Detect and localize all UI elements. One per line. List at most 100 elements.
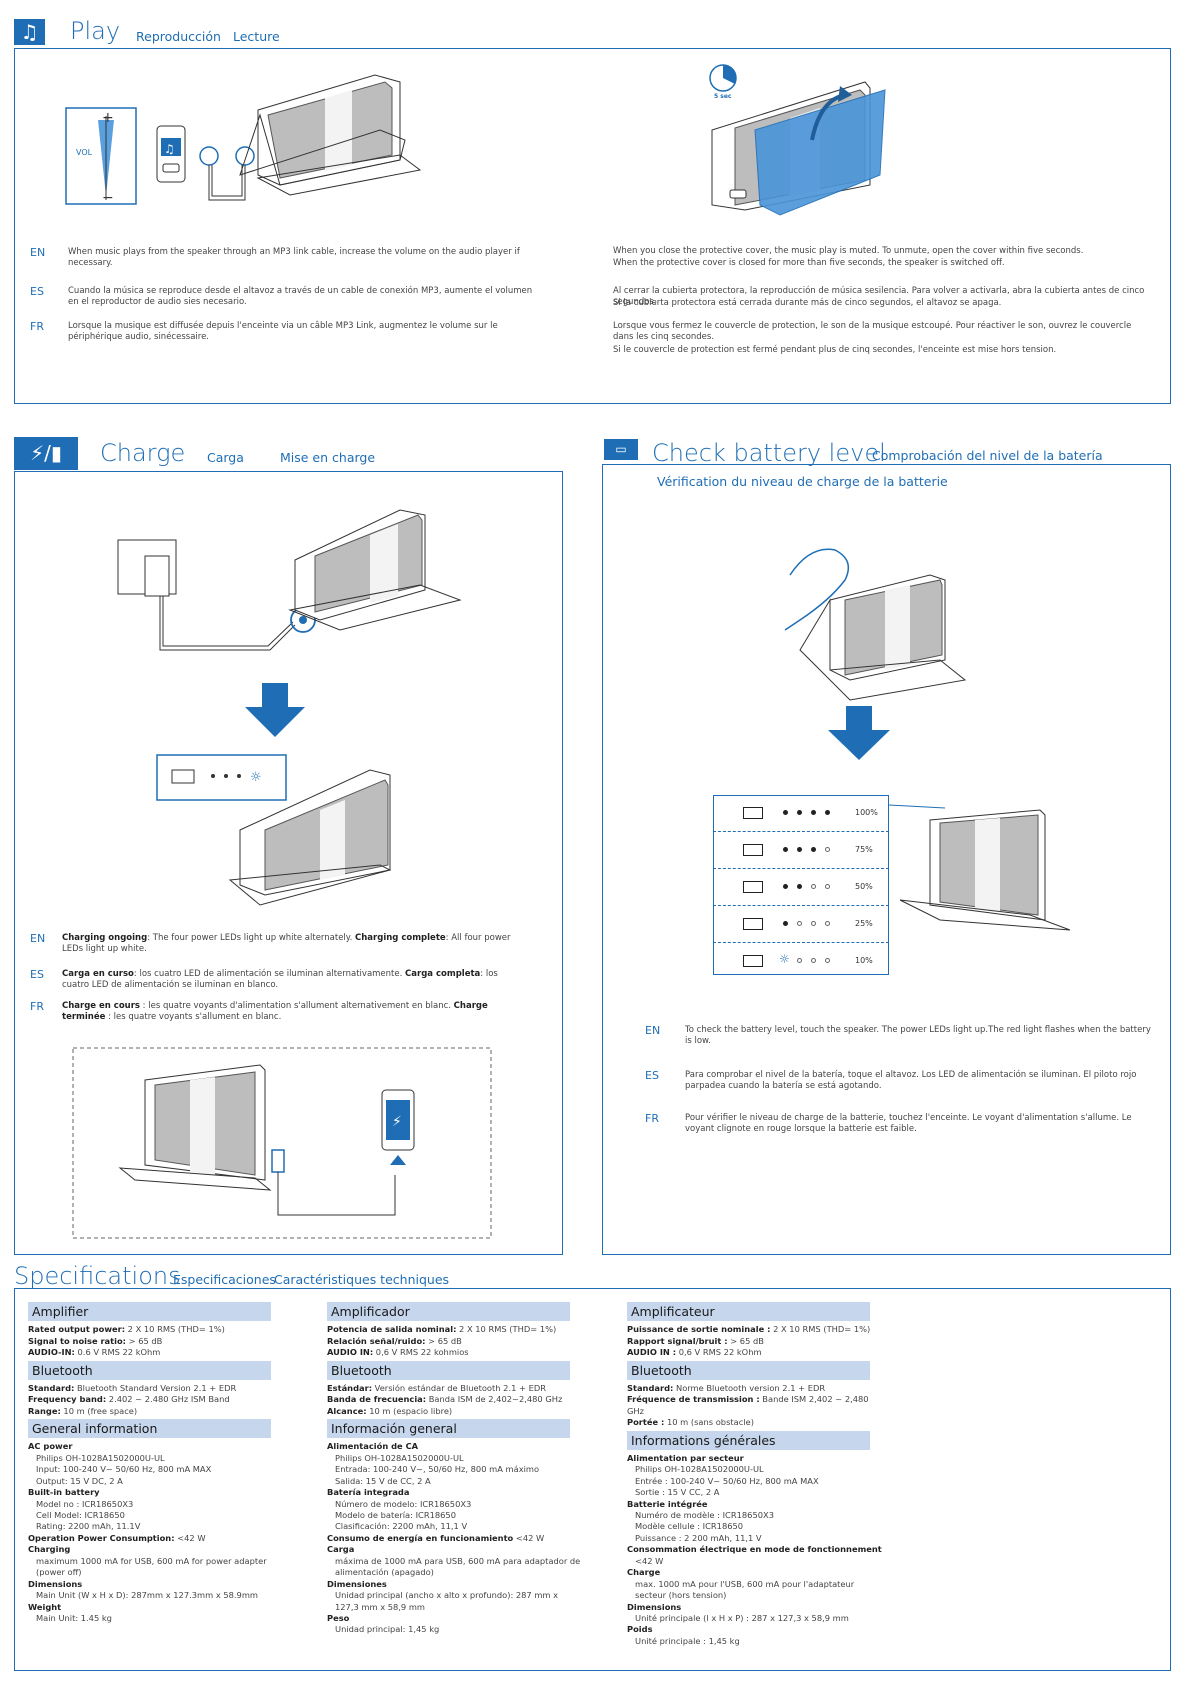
led-indicator xyxy=(811,810,816,815)
spec-value: 0.6 V RMS 22 kOhm xyxy=(74,1347,161,1358)
led-indicator xyxy=(783,921,788,926)
play-illustration: + − ♫ xyxy=(65,64,886,216)
bluetooth-heading: Bluetooth xyxy=(327,1360,570,1380)
led-indicator xyxy=(811,847,816,852)
spec-row: Signal to noise ratio: > 65 dB xyxy=(28,1336,283,1347)
general-info-heading: Información general xyxy=(327,1419,570,1439)
spec-label: AC power xyxy=(28,1441,73,1452)
spec-value: max. 1000 mA pour l'USB, 600 mA pour l'a… xyxy=(635,1578,855,1601)
spec-value: Input: 100-240 V~ 50/60 Hz, 800 mA MAX xyxy=(36,1464,212,1475)
specs-column-en: Amplifier Rated output power: 2 X 10 RMS… xyxy=(28,1300,283,1624)
play-cover-text-es-2: Si la cubierta protectora está cerrada d… xyxy=(613,298,1002,308)
battery-level-row: ☼10% xyxy=(713,943,889,979)
spec-value: 10 m (sans obstacle) xyxy=(664,1417,754,1428)
specs-column-fr: Amplificateur Puissance de sortie nomina… xyxy=(627,1300,882,1647)
charge-panel xyxy=(14,471,563,1255)
spec-value: Modèle cellule : ICR18650 xyxy=(635,1521,744,1532)
spec-value: Main Unit: 1.45 kg xyxy=(36,1612,112,1623)
battery-level-label: 50% xyxy=(855,882,873,891)
led-indicator xyxy=(797,884,802,889)
spec-label: Charging xyxy=(28,1544,71,1555)
spec-value: Cell Model: ICR18650 xyxy=(36,1510,125,1520)
battery-icon: ▭ xyxy=(604,439,638,460)
battery-lang-es: ES xyxy=(645,1069,659,1082)
spec-row: Consumo de energía en funcionamiento <42… xyxy=(327,1533,582,1544)
timer-label: 5 sec xyxy=(714,93,732,100)
spec-value: Entrée : 100-240 V~ 50/60 Hz, 800 mA MAX xyxy=(635,1475,819,1486)
spec-value: Modelo de batería: ICR18650 xyxy=(335,1510,456,1520)
spec-value: Output: 15 V DC, 2 A xyxy=(36,1475,123,1486)
spec-label: Frequency band: xyxy=(28,1394,107,1405)
battery-panel xyxy=(602,464,1171,1255)
battery-subtitle-fr: Vérification du niveau de charge de la b… xyxy=(657,474,948,489)
led-indicator: ☼ xyxy=(779,952,790,966)
spec-value: Unidad principal (ancho x alto x profund… xyxy=(335,1590,559,1612)
charge-ongoing-label: Charging ongoing xyxy=(62,933,148,943)
spec-label: Potencia de salida nominal: xyxy=(327,1324,457,1335)
charge-title: Charge xyxy=(100,439,186,467)
spec-value: Philips OH-1028A1502000U-UL xyxy=(635,1464,764,1475)
play-cover-text-en-1: When you close the protective cover, the… xyxy=(613,246,1084,256)
spec-label: Portée : xyxy=(627,1417,665,1428)
charge-complete-label-es: Carga completa xyxy=(405,969,481,979)
spec-label: Consommation électrique en mode de fonct… xyxy=(627,1544,882,1555)
spec-value: máxima de 1000 mA para USB, 600 mA para … xyxy=(335,1555,581,1578)
play-cover-text-en-2: When the protective cover is closed for … xyxy=(613,258,1005,268)
spec-label: AUDIO-IN: xyxy=(28,1347,75,1358)
battery-subtitle-es: Comprobación del nivel de la batería xyxy=(872,448,1103,463)
spec-row: Operation Power Consumption: <42 W xyxy=(28,1533,283,1544)
battery-title: Check battery level xyxy=(652,439,886,467)
spec-label: Alcance: xyxy=(327,1405,367,1416)
spec-label: Puissance de sortie nominale : xyxy=(627,1324,771,1335)
spec-value: 10 m (free space) xyxy=(60,1405,138,1416)
spec-label: Operation Power Consumption: xyxy=(28,1532,175,1543)
led-indicator xyxy=(825,847,830,852)
led-indicator xyxy=(783,810,788,815)
spec-value: Philips OH-1028A1502000U-UL xyxy=(335,1452,464,1463)
battery-level-row: 25% xyxy=(713,906,889,943)
svg-text:−: − xyxy=(102,190,114,206)
spec-label: Dimensions xyxy=(28,1578,83,1589)
charge-lang-fr: FR xyxy=(30,1000,44,1013)
led-indicator xyxy=(797,958,802,963)
battery-level-row: 50% xyxy=(713,869,889,906)
spec-label: Relación señal/ruido: xyxy=(327,1335,426,1346)
charge-ongoing-text-es: : los cuatro LED de alimentación se ilum… xyxy=(133,969,406,979)
spec-value: Sortie : 15 V CC, 2 A xyxy=(635,1487,720,1498)
play-subtitle-fr: Lecture xyxy=(233,29,280,44)
led-indicator xyxy=(825,884,830,889)
spec-label: Banda de frecuencia: xyxy=(327,1394,427,1405)
spec-row: AUDIO IN : 0,6 V RMS 22 kOhm xyxy=(627,1347,882,1358)
charge-ongoing-text-fr: : les quatre voyants d'alimentation s'al… xyxy=(139,1001,454,1011)
spec-row: AUDIO IN: 0,6 V RMS 22 kohmios xyxy=(327,1347,582,1358)
spec-row: Fréquence de transmission : Bande ISM 2,… xyxy=(627,1394,882,1417)
spec-label: Fréquence de transmission : xyxy=(627,1394,760,1405)
battery-level-label: 100% xyxy=(855,808,878,817)
play-panel xyxy=(14,48,1171,404)
spec-label: Alimentation par secteur xyxy=(627,1452,744,1463)
spec-value: Unité principale : 1,45 kg xyxy=(635,1635,740,1646)
spec-label: Built-in battery xyxy=(28,1487,100,1498)
spec-value: Unidad principal: 1,45 kg xyxy=(335,1624,440,1635)
svg-text:♫: ♫ xyxy=(164,142,175,156)
battery-outline-icon xyxy=(743,918,763,930)
spec-value: Salida: 15 V de CC, 2 A xyxy=(335,1475,431,1486)
spec-row: Rated output power: 2 X 10 RMS (THD= 1%) xyxy=(28,1324,283,1335)
charge-ongoing-label-es: Carga en curso xyxy=(62,969,134,979)
spec-row: Banda de frecuencia: Banda ISM de 2,402~… xyxy=(327,1394,582,1405)
bluetooth-heading: Bluetooth xyxy=(627,1360,870,1380)
battery-speaker-illustration xyxy=(888,804,1071,931)
spec-label: Poids xyxy=(627,1624,653,1635)
battery-outline-icon xyxy=(743,955,763,967)
spec-value: Número de modelo: ICR18650X3 xyxy=(335,1498,472,1509)
spec-value: 2.402 ~ 2.480 GHz ISM Band xyxy=(106,1394,230,1405)
spec-label: Carga xyxy=(327,1544,355,1555)
spec-value: 2 X 10 RMS (THD= 1%) xyxy=(456,1324,557,1335)
svg-text:+: + xyxy=(102,110,114,126)
battery-illustration xyxy=(784,548,967,760)
spec-row: Rapport signal/bruit : > 65 dB xyxy=(627,1336,882,1347)
spec-value: Bluetooth Standard Version 2.1 + EDR xyxy=(74,1382,237,1393)
spec-value: Puissance : 2 200 mAh, 11,1 V xyxy=(635,1532,762,1543)
bluetooth-heading: Bluetooth xyxy=(28,1360,271,1380)
play-cover-text-es-1: Al cerrar la cubierta protectora, la rep… xyxy=(613,286,1145,308)
